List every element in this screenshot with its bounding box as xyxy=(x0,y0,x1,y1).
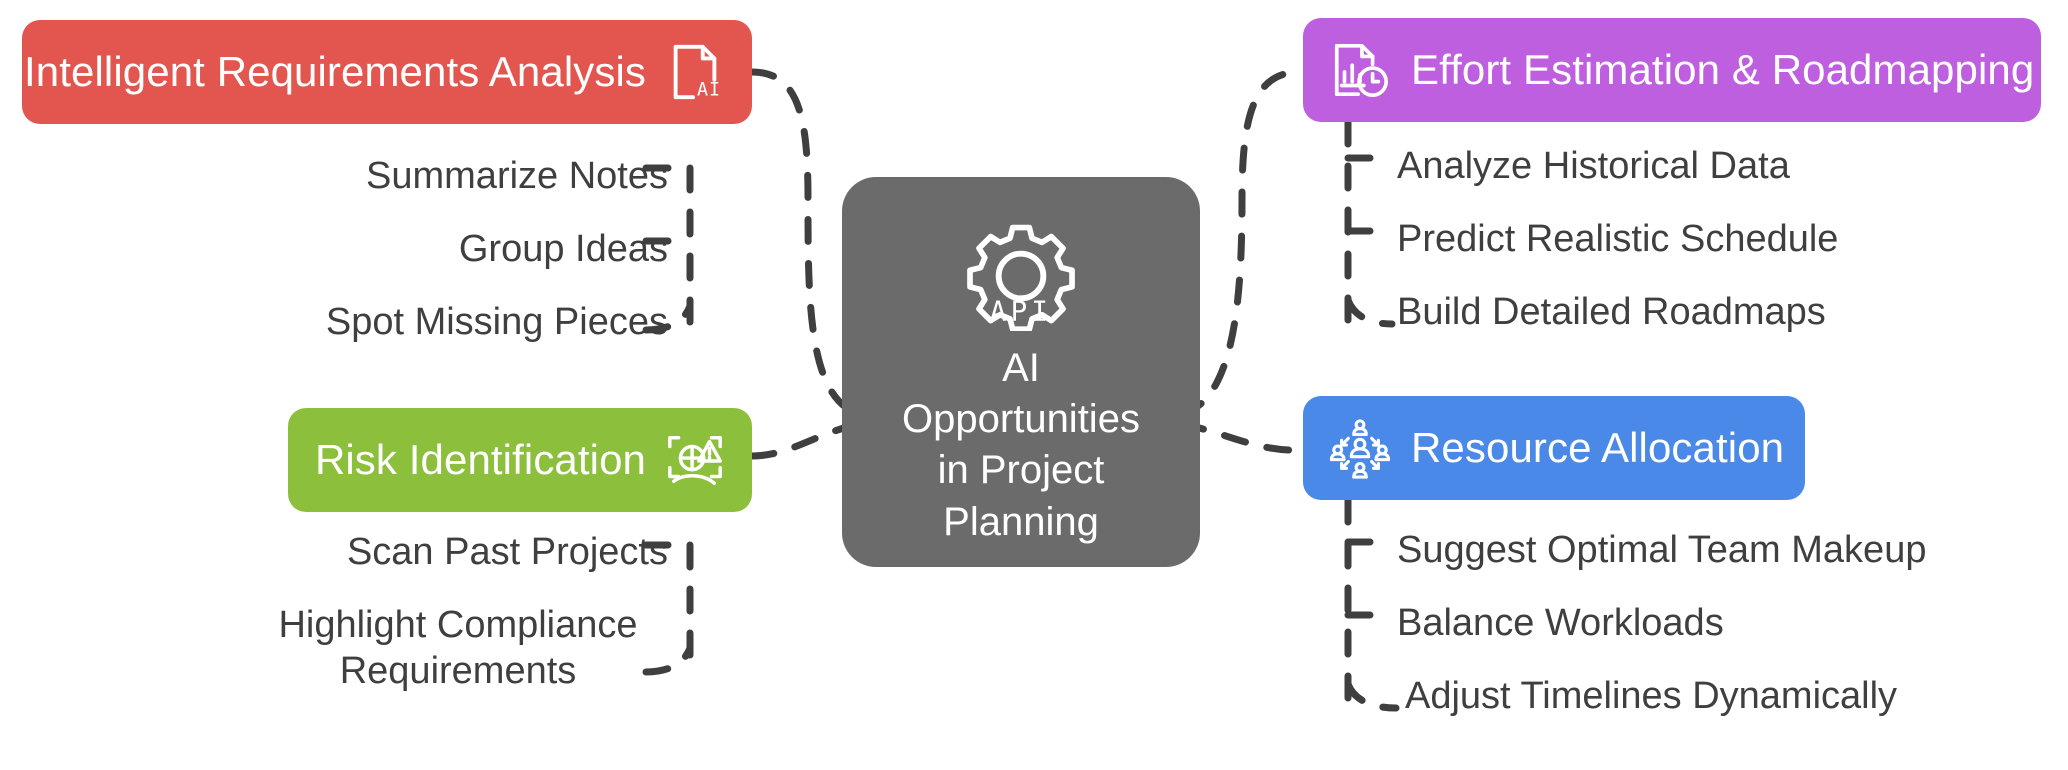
branch-label-resource: Resource Allocation xyxy=(1411,423,1785,471)
leaf-resource-2: Adjust Timelines Dynamically xyxy=(1405,675,1898,717)
leaf-requirements-2: Spot Missing Pieces xyxy=(325,301,668,343)
team-network-icon xyxy=(1329,417,1411,479)
connector-effort-stub-2 xyxy=(1344,296,1396,328)
leaf-risk-1: Highlight Compliance Requirements xyxy=(278,604,638,693)
branch-header-risk[interactable]: Risk Identification xyxy=(288,408,752,512)
leaf-effort-0: Analyze Historical Data xyxy=(1397,145,1790,187)
report-chart-clock-icon xyxy=(1329,39,1411,101)
branch-label-requirements: Intelligent Requirements Analysis xyxy=(24,47,646,95)
branch-header-effort[interactable]: Effort Estimation & Roadmapping xyxy=(1303,18,2041,122)
leaf-effort-1: Predict Realistic Schedule xyxy=(1397,218,1839,260)
leaf-effort-2: Build Detailed Roadmaps xyxy=(1397,291,1826,333)
leaf-requirements-1: Group Ideas xyxy=(458,228,668,270)
svg-text:API: API xyxy=(990,296,1053,328)
gear-api-icon: API xyxy=(965,221,1077,331)
document-ai-icon: AI xyxy=(646,41,726,103)
leaf-requirements-0: Summarize Notes xyxy=(366,155,668,197)
branch-header-requirements[interactable]: Intelligent Requirements Analysis AI xyxy=(22,20,752,124)
leaf-resource-1: Balance Workloads xyxy=(1397,602,1724,644)
leaf-risk-0: Scan Past Projects xyxy=(346,531,668,573)
risk-scan-warning-icon xyxy=(646,429,726,491)
branch-label-effort: Effort Estimation & Roadmapping xyxy=(1411,45,2035,93)
leaf-resource-0: Suggest Optimal Team Makeup xyxy=(1397,529,1927,571)
branch-header-resource[interactable]: Resource Allocation xyxy=(1303,396,1805,500)
connector-resource-stub-2 xyxy=(1344,680,1400,712)
branch-label-risk: Risk Identification xyxy=(314,435,646,483)
svg-text:AI: AI xyxy=(697,79,721,100)
